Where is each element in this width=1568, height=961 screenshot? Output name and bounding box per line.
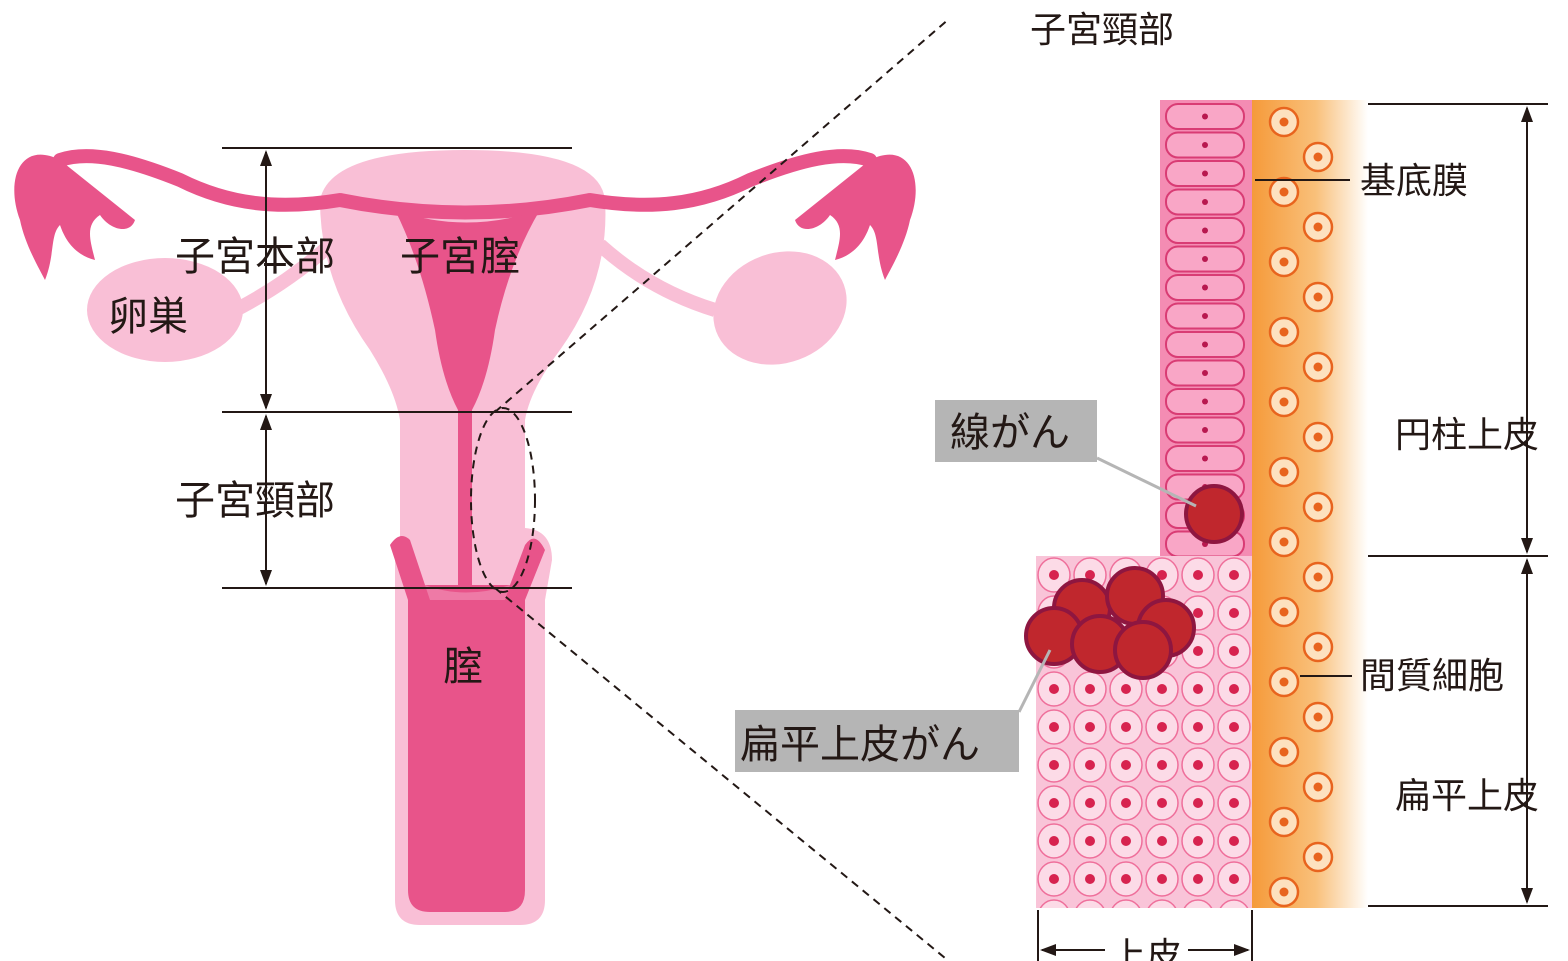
label-uterine-cavity: 子宮腟 bbox=[400, 234, 520, 280]
stromal-cell-nucleus bbox=[1314, 293, 1323, 302]
stromal-cell-nucleus bbox=[1280, 678, 1289, 687]
columnar-cell-nucleus bbox=[1202, 114, 1208, 120]
zoom-line-bottom bbox=[495, 588, 945, 958]
stromal-cell-nucleus bbox=[1314, 433, 1323, 442]
columnar-cell-nucleus bbox=[1202, 142, 1208, 148]
label-columnar-epithelium: 円柱上皮 bbox=[1395, 415, 1539, 456]
detail-title: 子宮頸部 bbox=[1030, 10, 1174, 51]
stromal-cell-nucleus bbox=[1280, 258, 1289, 267]
columnar-cell-nucleus bbox=[1202, 199, 1208, 205]
stromal-cell-nucleus bbox=[1280, 538, 1289, 547]
stromal-cell-nucleus bbox=[1314, 503, 1323, 512]
label-adenocarcinoma: 線がん bbox=[950, 410, 1070, 456]
label-uterus-body: 子宮本部 bbox=[175, 234, 335, 280]
stromal-cell-nucleus bbox=[1314, 363, 1323, 372]
stromal-cell-nucleus bbox=[1280, 818, 1289, 827]
label-squamous-epithelium: 扁平上皮 bbox=[1395, 776, 1539, 817]
label-epithelium: 上皮 bbox=[1110, 936, 1182, 961]
label-ovary: 卵巣 bbox=[108, 294, 188, 340]
cervical-canal bbox=[458, 410, 472, 590]
stromal-cell-nucleus bbox=[1314, 153, 1323, 162]
uterus-illustration: 子宮本部 子宮腟 卵巣 子宮頸部 腟 bbox=[14, 18, 950, 958]
columnar-cell-nucleus bbox=[1202, 256, 1208, 262]
stromal-cell-nucleus bbox=[1314, 573, 1323, 582]
columnar-cell-nucleus bbox=[1202, 313, 1208, 319]
label-cervix: 子宮頸部 bbox=[175, 478, 335, 524]
stromal-cell-nucleus bbox=[1314, 853, 1323, 862]
columnar-cell-nucleus bbox=[1202, 370, 1208, 376]
fimbria-left bbox=[14, 155, 135, 280]
stromal-cell-nucleus bbox=[1280, 608, 1289, 617]
vagina-inner bbox=[390, 536, 545, 912]
columnar-cell-nucleus bbox=[1202, 171, 1208, 177]
label-squamous-carcinoma: 扁平上皮がん bbox=[740, 722, 980, 768]
stromal-cell-nucleus bbox=[1280, 188, 1289, 197]
columnar-cell-nucleus bbox=[1202, 228, 1208, 234]
stromal-cell-nucleus bbox=[1314, 223, 1323, 232]
stromal-cell-nucleus bbox=[1314, 783, 1323, 792]
stromal-cell-nucleus bbox=[1280, 328, 1289, 337]
stromal-cell-nucleus bbox=[1280, 748, 1289, 757]
stromal-cell-nucleus bbox=[1280, 468, 1289, 477]
stromal-cell-nucleus bbox=[1314, 643, 1323, 652]
adenocarcinoma-cell bbox=[1186, 486, 1242, 542]
columnar-cell-nucleus bbox=[1202, 399, 1208, 405]
stromal-cell-nucleus bbox=[1280, 118, 1289, 127]
label-vagina: 腟 bbox=[443, 644, 483, 690]
label-basement-membrane: 基底膜 bbox=[1360, 161, 1468, 202]
stromal-cell-nucleus bbox=[1314, 713, 1323, 722]
stromal-cell-nucleus bbox=[1280, 398, 1289, 407]
columnar-cell-nucleus bbox=[1202, 427, 1208, 433]
columnar-cell-nucleus bbox=[1202, 285, 1208, 291]
columnar-cell-nucleus bbox=[1202, 456, 1208, 462]
label-stromal-cells: 間質細胞 bbox=[1360, 656, 1504, 697]
stromal-cell-nucleus bbox=[1280, 888, 1289, 897]
columnar-cell-nucleus bbox=[1202, 342, 1208, 348]
